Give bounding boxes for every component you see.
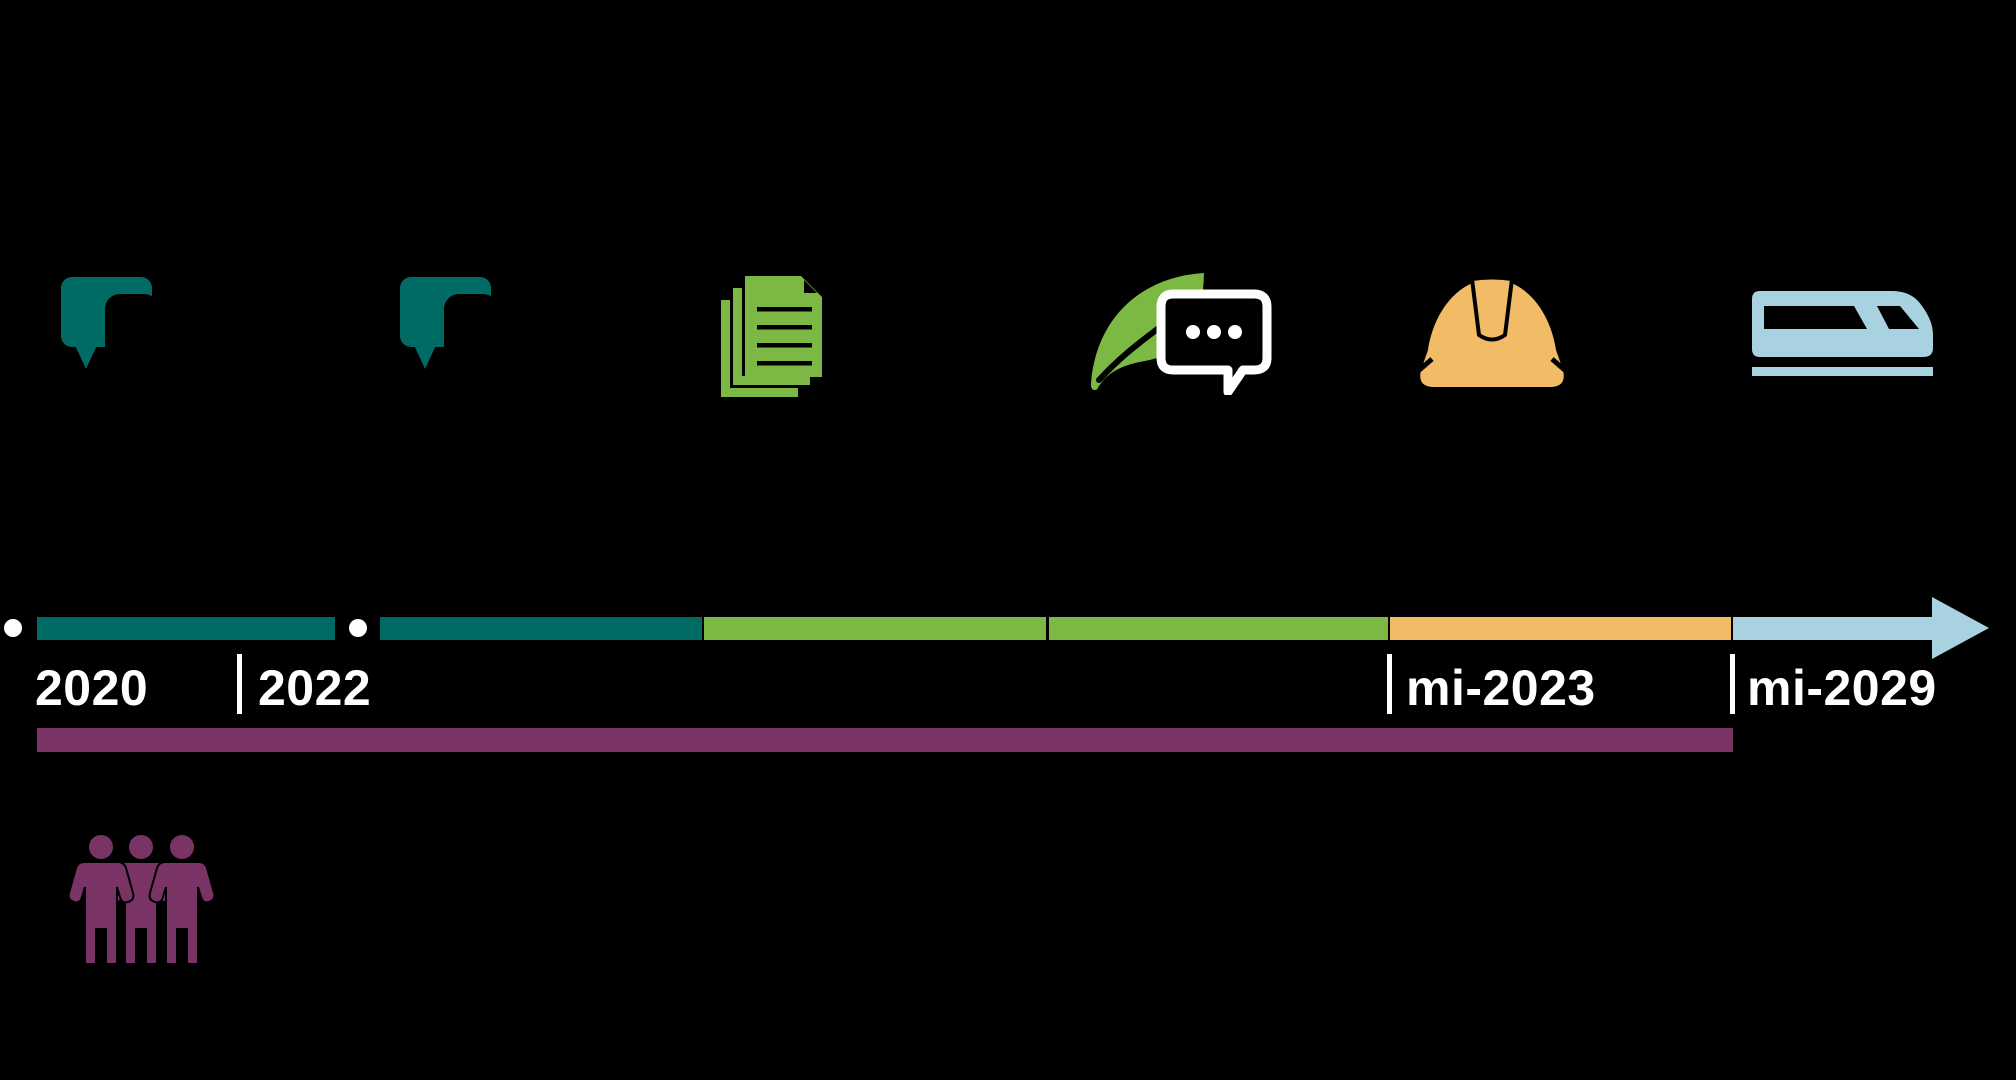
text-line xyxy=(757,361,812,366)
bubble-tail xyxy=(412,341,438,369)
timeline-segment-2 xyxy=(380,617,702,640)
brim-notch-left xyxy=(1417,357,1434,374)
leaf-stem xyxy=(1096,324,1163,383)
chat-dot xyxy=(1186,325,1200,339)
people-group-icon xyxy=(68,834,216,965)
chat-bubble-icon xyxy=(1156,289,1272,395)
timeline-dot-2 xyxy=(349,619,367,637)
timeline-arrowhead xyxy=(1932,597,1989,659)
year-label-2022: 2022 xyxy=(258,660,372,716)
chat-dot xyxy=(1228,325,1242,339)
train-track xyxy=(1752,367,1933,376)
text-line xyxy=(757,307,812,312)
train-icon xyxy=(1752,291,1933,376)
duration-bar xyxy=(37,728,1733,752)
train-front-window xyxy=(1877,306,1919,329)
train-side-window xyxy=(1764,306,1867,329)
person-right xyxy=(148,834,216,965)
bubble-cutout xyxy=(444,294,494,372)
fold-corner xyxy=(804,280,817,293)
text-line xyxy=(757,343,812,348)
timeline-segment-6 xyxy=(1733,617,1932,640)
tick-mi-2023 xyxy=(1387,654,1392,714)
timeline-segment-5 xyxy=(1390,617,1731,640)
person-middle xyxy=(107,834,175,965)
person-left xyxy=(68,834,135,965)
chat-dot xyxy=(1207,325,1221,339)
year-label-2020: 2020 xyxy=(35,660,149,716)
documents-stack-icon xyxy=(721,276,822,397)
timeline-segment-1 xyxy=(37,617,335,640)
tick-mi-2029 xyxy=(1730,654,1735,714)
speech-bubble-icon-1 xyxy=(61,277,155,372)
speech-bubble-icon-2 xyxy=(400,277,494,372)
year-label-mi-2023: mi-2023 xyxy=(1406,660,1596,716)
hat-ridge xyxy=(1470,276,1514,342)
text-line xyxy=(757,325,812,330)
year-label-mi-2029: mi-2029 xyxy=(1747,660,1937,716)
timeline-segment-4 xyxy=(1049,617,1388,640)
leaf-dialogue-icon xyxy=(1090,273,1272,395)
back-sheet-1 xyxy=(733,288,810,385)
bubble-cutout xyxy=(105,294,155,372)
hard-hat-icon xyxy=(1417,276,1567,387)
timeline-segment-3 xyxy=(704,617,1046,640)
brim-notch-right xyxy=(1550,357,1567,374)
timeline-dot-1 xyxy=(4,619,22,637)
tick-2022 xyxy=(237,654,242,714)
bubble-tail xyxy=(73,341,99,369)
back-sheet-2 xyxy=(721,300,798,397)
